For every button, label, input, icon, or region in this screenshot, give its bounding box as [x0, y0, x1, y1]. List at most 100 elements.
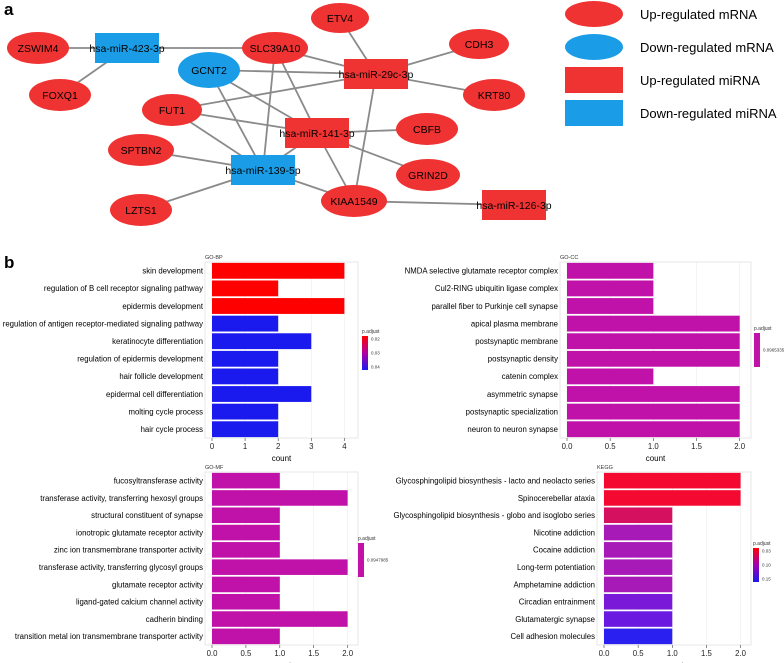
x-axis-title: count [646, 454, 666, 463]
category-label: Cell adhesion molecules [510, 632, 595, 641]
mrna-node-shape [311, 3, 369, 33]
bar-5 [604, 542, 673, 558]
network-node-label: ZSWIM4 [18, 43, 59, 55]
network-edge-miR29c-FUT1 [171, 73, 377, 111]
bar-10 [604, 628, 673, 645]
bar-6 [604, 559, 673, 575]
category-label: ligand-gated calcium channel activity [76, 598, 203, 607]
bar-2 [212, 280, 279, 297]
colorbar-title: p.adjust [753, 541, 771, 547]
category-label: regulation of B cell receptor signaling … [44, 284, 203, 293]
bar-7 [212, 368, 279, 385]
legend-item-1: Up-regulated mRNA [565, 1, 757, 27]
bar-8 [212, 386, 312, 402]
category-label: regulation of epidermis development [77, 355, 204, 364]
bar-2 [567, 280, 654, 297]
panel-b-letter: b [4, 253, 14, 272]
category-label: Long-term potentiation [517, 563, 595, 572]
x-tick-label: 1.5 [691, 442, 703, 451]
colorbar-title: p.adjust [754, 326, 772, 332]
network-node-GCNT2: GCNT2 [178, 52, 240, 88]
bar-7 [212, 576, 280, 593]
bar-2 [212, 490, 348, 506]
network-node-KRT80: KRT80 [463, 79, 525, 111]
bar-8 [567, 386, 740, 402]
bar-3 [212, 298, 345, 314]
chart-title: GO-MF [205, 465, 224, 471]
mrna-node-shape [321, 185, 387, 217]
x-tick-label: 0.0 [599, 649, 611, 658]
category-label: Glycosphingolipid biosynthesis - lacto a… [396, 476, 595, 485]
network-node-SLC39A10: SLC39A10 [242, 32, 308, 64]
colorbar [754, 333, 760, 367]
network-node-label: ETV4 [327, 13, 353, 25]
network-node-ZSWIM4: ZSWIM4 [7, 32, 69, 64]
x-tick-label: 0.0 [207, 649, 219, 658]
category-label: molting cycle process [128, 407, 203, 416]
category-label: epidermal cell differentiation [106, 390, 203, 399]
category-label: structural constituent of synapse [91, 511, 203, 520]
x-tick-label: 3 [309, 442, 313, 451]
x-tick-label: 2.0 [342, 649, 354, 658]
x-tick-label: 1.5 [701, 649, 713, 658]
mrna-node-shape [178, 52, 240, 88]
bar-9 [212, 611, 348, 627]
category-label: Amphetamine addiction [514, 580, 595, 589]
category-label: transferase activity, transferring hexos… [40, 494, 203, 503]
mirna-node-shape [231, 155, 295, 185]
category-label: Cocaine addiction [533, 546, 595, 555]
legend-label: Up-regulated miRNA [640, 73, 760, 88]
network-node-label: GRIN2D [408, 170, 448, 182]
colorbar-tick-label: 0.04 [371, 365, 380, 370]
legend-label: Down-regulated mRNA [640, 40, 774, 55]
mirna-node-shape [344, 59, 408, 89]
legend-label: Down-regulated miRNA [640, 106, 777, 121]
bar-4 [212, 315, 279, 332]
category-label: ionotropic glutamate receptor activity [76, 528, 203, 537]
bar-10 [567, 421, 740, 438]
category-label: NMDA selective glutamate receptor comple… [405, 267, 559, 276]
network-node-label: GCNT2 [191, 65, 227, 77]
category-label: apical plasma membrane [471, 319, 558, 328]
category-label: zinc ion transmembrane transporter activ… [54, 546, 203, 555]
network-node-label: hsa-miR-126-3p [476, 200, 551, 212]
legend-rect-swatch [565, 67, 623, 93]
network-node-label: FOXQ1 [42, 90, 78, 102]
bar-10 [212, 628, 280, 645]
network-node-label: hsa-miR-423-3p [89, 43, 164, 55]
network-node-FUT1: FUT1 [142, 94, 202, 126]
network-node-miR141: hsa-miR-141-3p [279, 118, 355, 148]
mirna-node-shape [95, 33, 159, 63]
category-label: postsynaptic density [488, 355, 558, 364]
category-label: hair cycle process [141, 425, 203, 434]
x-tick-label: 2 [276, 442, 280, 451]
network-node-miR139: hsa-miR-139-5p [225, 155, 301, 185]
category-label: regulation of antigen receptor-mediated … [3, 319, 203, 328]
colorbar-tick-label: 0.03 [762, 549, 771, 554]
network-node-label: hsa-miR-139-5p [225, 165, 300, 177]
bar-2 [604, 490, 741, 506]
network-node-label: SLC39A10 [250, 43, 301, 55]
legend-rect-swatch [565, 100, 623, 126]
network-node-label: hsa-miR-141-3p [279, 128, 354, 140]
x-axis-title: count [272, 661, 292, 663]
mrna-node-shape [463, 79, 525, 111]
mrna-node-shape [7, 32, 69, 64]
colorbar-title: p.adjust [362, 329, 380, 335]
x-axis-title: count [272, 454, 292, 463]
panel-a-letter: a [4, 0, 14, 19]
mrna-node-shape [396, 159, 460, 191]
category-label: Nicotine addiction [533, 528, 595, 537]
category-label: fucosyltransferase activity [114, 476, 203, 485]
bar-9 [604, 611, 673, 627]
network-node-SPTBN2: SPTBN2 [108, 134, 174, 166]
legend-item-2: Down-regulated mRNA [565, 34, 774, 60]
bar-10 [212, 421, 279, 438]
colorbar [358, 543, 364, 577]
category-label: Glycosphingolipid biosynthesis - globo a… [393, 511, 595, 520]
x-tick-label: 1.5 [308, 649, 320, 658]
mrna-node-shape [396, 113, 458, 145]
network-node-label: KRT80 [478, 90, 511, 102]
bar-7 [567, 368, 654, 385]
legend-ellipse-swatch [565, 1, 623, 27]
